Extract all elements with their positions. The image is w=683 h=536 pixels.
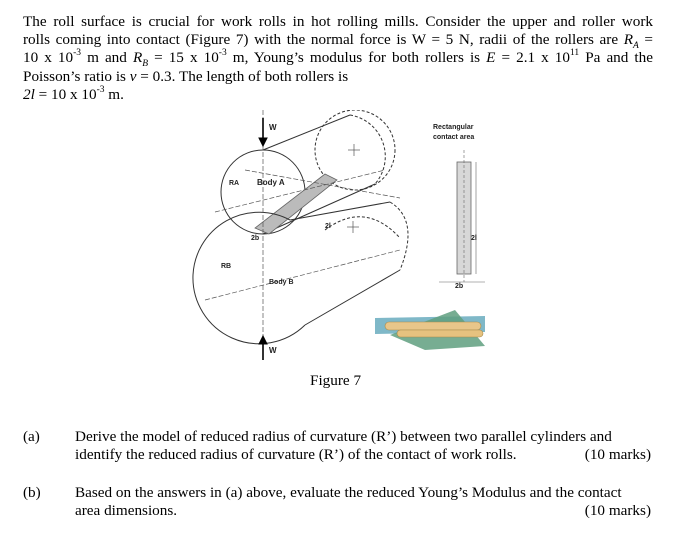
figure-caption: Figure 7 xyxy=(310,372,362,389)
intro-line-2: rolls coming into contact (Figure 7) wit… xyxy=(23,31,653,52)
label-w-top: W xyxy=(269,123,277,132)
intro-line-3: 10 x 10-3 m and RB = 15 x 10-3 m, Young’… xyxy=(23,48,653,70)
contact-strip xyxy=(254,173,338,235)
question-b-number: (b) xyxy=(23,484,41,501)
label-ra: RA xyxy=(229,180,239,187)
label-body-a: Body A xyxy=(257,178,285,187)
question-b-marks: (10 marks) xyxy=(584,502,651,519)
label-2l: 2l xyxy=(325,223,331,230)
body-a-cylinder xyxy=(220,110,396,235)
question-b-line-2: area dimensions. xyxy=(75,502,178,519)
question-a-line-2: identify the reduced radius of curvature… xyxy=(75,446,517,463)
intro-line-1: The roll surface is crucial for work rol… xyxy=(23,13,653,30)
load-arrow-top xyxy=(258,118,268,148)
load-arrow-bottom xyxy=(258,334,268,360)
label-rect-2: contact area xyxy=(433,134,474,141)
problem-statement: The roll surface is crucial for work rol… xyxy=(23,13,653,104)
figure-7-rollers-diagram: W W RA RB Body A Body B 2b 2l Rectangula… xyxy=(185,110,495,370)
label-2b: 2b xyxy=(251,235,259,242)
intro-line-5: 2l = 10 x 10-3 m. xyxy=(23,84,124,103)
label-rect-2b: 2b xyxy=(455,283,463,290)
intro-line-4: Poisson’s ratio is v = 0.3. The length o… xyxy=(23,67,349,85)
label-rb: RB xyxy=(221,263,231,270)
label-w-bottom: W xyxy=(269,346,277,355)
rollers-illustration xyxy=(375,310,485,350)
label-rect-1: Rectangular xyxy=(433,124,474,131)
label-rect-2l: 2l xyxy=(471,235,477,242)
question-b-line-1: Based on the answers in (a) above, evalu… xyxy=(75,484,622,501)
question-a-line-1: Derive the model of reduced radius of cu… xyxy=(75,428,612,445)
question-a-number: (a) xyxy=(23,428,40,445)
question-a-marks: (10 marks) xyxy=(584,446,651,463)
body-b-cylinder xyxy=(192,201,409,345)
label-body-b: Body B xyxy=(269,279,294,286)
